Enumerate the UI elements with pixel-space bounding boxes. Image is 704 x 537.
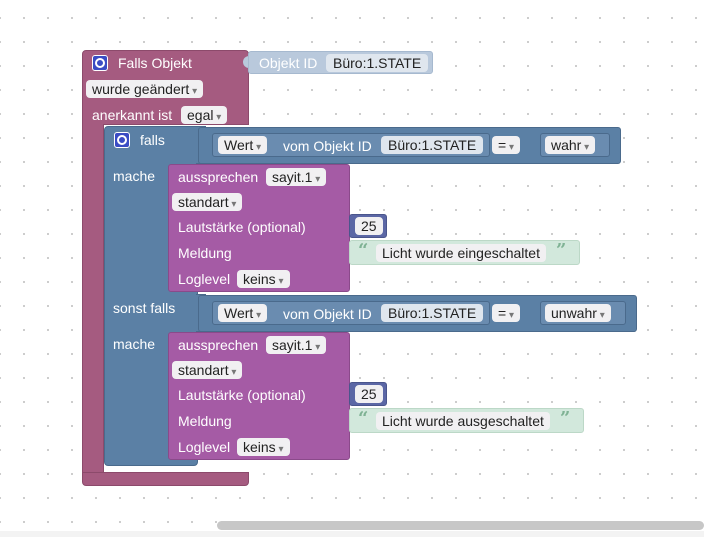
quote-close-icon: ” — [556, 240, 567, 261]
event-block-spine[interactable] — [82, 124, 104, 474]
event-title: Falls Objekt — [118, 55, 192, 71]
loglevel-dropdown-2[interactable]: keins — [237, 438, 290, 456]
message-label-1: Meldung — [178, 245, 232, 261]
volume-field-2[interactable]: 25 — [355, 385, 383, 403]
ack-label: anerkannt ist — [92, 107, 173, 123]
object-id-field[interactable]: Büro:1.STATE — [326, 54, 429, 72]
volume-label-2: Lautstärke (optional) — [178, 387, 306, 403]
gear-icon[interactable] — [114, 132, 130, 148]
value-dropdown-1[interactable]: Wert — [218, 136, 268, 154]
say-label-2: aussprechen — [178, 337, 259, 353]
boolean-dropdown-2[interactable]: unwahr — [545, 304, 611, 322]
horizontal-scrollbar[interactable] — [217, 521, 704, 530]
object-id-connector — [243, 56, 249, 68]
object-id-field-1[interactable]: Büro:1.STATE — [381, 136, 484, 154]
loglevel-label-2: Loglevel — [178, 439, 231, 455]
gear-icon[interactable] — [92, 55, 108, 71]
object-id-field-2[interactable]: Büro:1.STATE — [381, 304, 484, 322]
from-object-label-2: vom Objekt ID — [283, 306, 372, 322]
operator-dropdown-1[interactable]: = — [492, 136, 520, 154]
workspace-bottom-edge — [0, 531, 704, 537]
say-device-dropdown-2[interactable]: sayit.1 — [266, 336, 327, 354]
elseif-label: sonst falls — [113, 300, 176, 316]
operator-dropdown-2[interactable]: = — [492, 304, 520, 322]
quote-close-icon: ” — [560, 408, 571, 429]
value-dropdown-2[interactable]: Wert — [218, 304, 268, 322]
loglevel-dropdown-1[interactable]: keins — [237, 270, 290, 288]
say-mode-dropdown-2[interactable]: standart — [172, 361, 243, 379]
say-device-dropdown-1[interactable]: sayit.1 — [266, 168, 327, 186]
object-id-label: Objekt ID — [259, 55, 318, 71]
ack-dropdown[interactable]: egal — [181, 106, 228, 124]
quote-open-icon: “ — [358, 240, 369, 261]
if-label: falls — [140, 132, 165, 148]
say-label-1: aussprechen — [178, 169, 259, 185]
message-field-1[interactable]: Licht wurde eingeschaltet — [376, 244, 546, 262]
do-label: mache — [113, 168, 156, 184]
boolean-dropdown-1[interactable]: wahr — [545, 136, 596, 154]
quote-open-icon: “ — [358, 408, 369, 429]
message-field-2[interactable]: Licht wurde ausgeschaltet — [376, 412, 550, 430]
trigger-dropdown[interactable]: wurde geändert — [86, 80, 204, 98]
say-mode-dropdown-1[interactable]: standart — [172, 193, 243, 211]
volume-label-1: Lautstärke (optional) — [178, 219, 306, 235]
volume-field-1[interactable]: 25 — [355, 217, 383, 235]
loglevel-label-1: Loglevel — [178, 271, 231, 287]
message-label-2: Meldung — [178, 413, 232, 429]
do2-label: mache — [113, 336, 156, 352]
event-block-footer[interactable] — [82, 472, 249, 486]
from-object-label-1: vom Objekt ID — [283, 138, 372, 154]
